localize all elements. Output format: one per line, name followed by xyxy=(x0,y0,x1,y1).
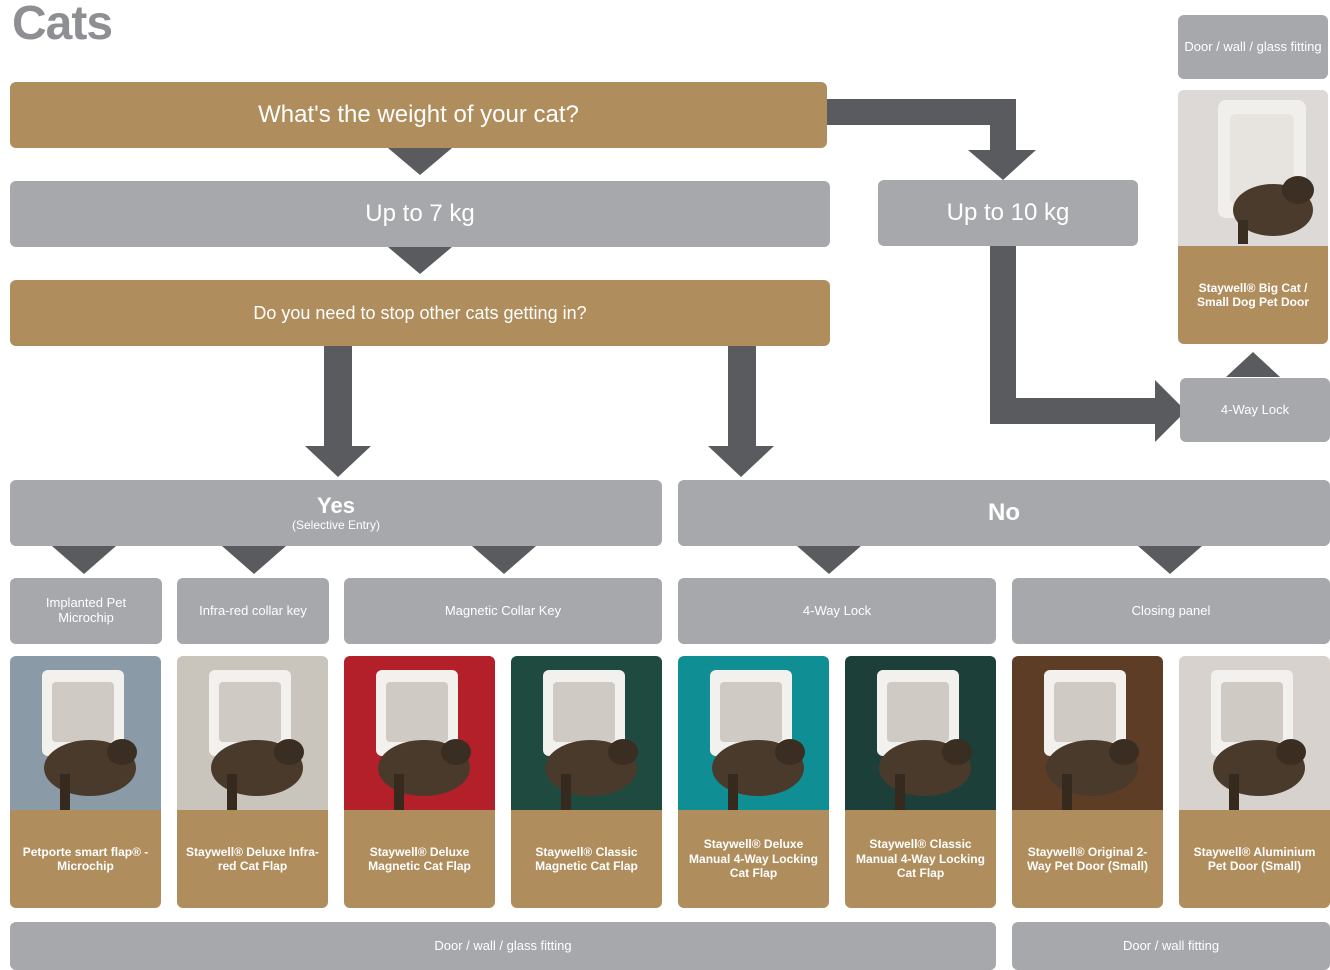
product-label: Petporte smart flap® - Microchip xyxy=(10,810,161,908)
category-microchip: Implanted Pet Microchip xyxy=(10,578,162,644)
big-fitting-text: Door / wall / glass fitting xyxy=(1184,38,1322,54)
big-fitting-box: Door / wall / glass fitting xyxy=(1178,15,1328,79)
product-photo-image xyxy=(1179,656,1330,810)
fitting-door-wall-text: Door / wall fitting xyxy=(1122,937,1220,953)
category-magnetic: Magnetic Collar Key xyxy=(344,578,662,644)
arrow-10kg-lock-shaft-v xyxy=(990,246,1016,424)
product-photo xyxy=(845,656,996,810)
product-photo-image xyxy=(511,656,662,810)
no-label: No xyxy=(988,499,1020,527)
big-lock-box: 4-Way Lock xyxy=(1180,378,1330,442)
product-photo xyxy=(10,656,161,810)
big-lock-text: 4-Way Lock xyxy=(1220,401,1290,417)
category-infrared: Infra-red collar key xyxy=(177,578,329,644)
product-photo-image xyxy=(10,656,161,810)
arrow-7kg-to-question xyxy=(388,247,452,274)
category-4way-lock-text: 4-Way Lock xyxy=(802,602,872,618)
product-label: Staywell® Deluxe Manual 4-Way Locking Ca… xyxy=(678,810,829,908)
fitting-door-wall: Door / wall fitting xyxy=(1012,922,1330,970)
product-photo xyxy=(1012,656,1163,810)
product-label: Staywell® Deluxe Infra-red Cat Flap xyxy=(177,810,328,908)
product-photo xyxy=(344,656,495,810)
product-label: Staywell® Classic Magnetic Cat Flap xyxy=(511,810,662,908)
product-name: Staywell® Aluminium Pet Door (Small) xyxy=(1193,844,1316,873)
weight-large-text: Up to 10 kg xyxy=(946,199,1070,227)
yes-box: Yes (Selective Entry) xyxy=(10,480,662,546)
product-label: Staywell® Deluxe Magnetic Cat Flap xyxy=(344,810,495,908)
arrow-yes-magnetic xyxy=(472,546,536,574)
product-name: Staywell® Classic Magnetic Cat Flap xyxy=(535,844,638,873)
stop-cats-question-box: Do you need to stop other cats getting i… xyxy=(10,280,830,346)
product-label: Staywell® Aluminium Pet Door (Small) xyxy=(1179,810,1330,908)
no-box: No xyxy=(678,480,1330,546)
yes-sublabel: (Selective Entry) xyxy=(291,517,381,532)
arrow-yes-head xyxy=(305,446,371,477)
category-microchip-text: Implanted Pet Microchip xyxy=(45,595,127,625)
arrow-10kg-lock-shaft-h xyxy=(990,398,1160,424)
product-photo xyxy=(177,656,328,810)
category-infrared-text: Infra-red collar key xyxy=(199,602,307,618)
product-photo-image xyxy=(678,656,829,810)
arrow-no-lock xyxy=(797,546,861,574)
product-photo xyxy=(511,656,662,810)
arrow-lock-head xyxy=(1155,380,1186,442)
fitting-door-wall-glass-text: Door / wall / glass fitting xyxy=(434,937,572,953)
big-cat-photo-image xyxy=(1178,90,1328,246)
big-cat-product-photo xyxy=(1178,90,1328,246)
weight-small-box: Up to 7 kg xyxy=(10,181,830,247)
weight-large-box: Up to 10 kg xyxy=(878,180,1138,246)
weight-question-box: What's the weight of your cat? xyxy=(10,82,827,148)
arrow-weight-to-7kg xyxy=(388,148,452,175)
arrow-10kg-head xyxy=(968,150,1036,180)
weight-question-text: What's the weight of your cat? xyxy=(258,101,579,129)
category-magnetic-text: Magnetic Collar Key xyxy=(444,602,562,618)
arrow-10kg-down-shaft xyxy=(990,99,1016,155)
arrow-no-head xyxy=(708,446,774,477)
arrow-no-shaft xyxy=(728,345,756,450)
category-closing-panel: Closing panel xyxy=(1012,578,1330,644)
product-label: Staywell® Classic Manual 4-Way Locking C… xyxy=(845,810,996,908)
product-name: Staywell® Deluxe Magnetic Cat Flap xyxy=(368,844,471,873)
product-photo xyxy=(1179,656,1330,810)
yes-label: Yes xyxy=(317,493,355,519)
product-label: Staywell® Original 2-Way Pet Door (Small… xyxy=(1012,810,1163,908)
stop-cats-question-text: Do you need to stop other cats getting i… xyxy=(253,302,587,323)
product-photo xyxy=(678,656,829,810)
product-photo-image xyxy=(845,656,996,810)
big-cat-product-name: Staywell® Big Cat / Small Dog Pet Door xyxy=(1196,280,1309,309)
product-photo-image xyxy=(344,656,495,810)
fitting-door-wall-glass: Door / wall / glass fitting xyxy=(10,922,996,970)
arrow-yes-shaft xyxy=(324,345,352,450)
category-closing-panel-text: Closing panel xyxy=(1131,602,1211,618)
product-photo-image xyxy=(177,656,328,810)
arrow-lock-to-bigcat xyxy=(1226,352,1280,377)
product-name: Staywell® Deluxe Manual 4-Way Locking Ca… xyxy=(689,837,818,881)
weight-small-text: Up to 7 kg xyxy=(365,200,475,228)
product-name: Staywell® Deluxe Infra-red Cat Flap xyxy=(186,844,319,873)
category-4way-lock: 4-Way Lock xyxy=(678,578,996,644)
arrow-weight-right-shaft xyxy=(826,99,1013,125)
product-name: Staywell® Classic Manual 4-Way Locking C… xyxy=(856,837,985,881)
product-name: Petporte smart flap® - Microchip xyxy=(22,844,149,873)
page-title: Cats xyxy=(12,0,113,50)
arrow-yes-infrared xyxy=(222,546,286,574)
product-photo-image xyxy=(1012,656,1163,810)
big-cat-product-label: Staywell® Big Cat / Small Dog Pet Door xyxy=(1178,246,1328,344)
product-name: Staywell® Original 2-Way Pet Door (Small… xyxy=(1027,844,1148,873)
arrow-no-closing xyxy=(1138,546,1202,574)
arrow-yes-microchip xyxy=(52,546,116,574)
